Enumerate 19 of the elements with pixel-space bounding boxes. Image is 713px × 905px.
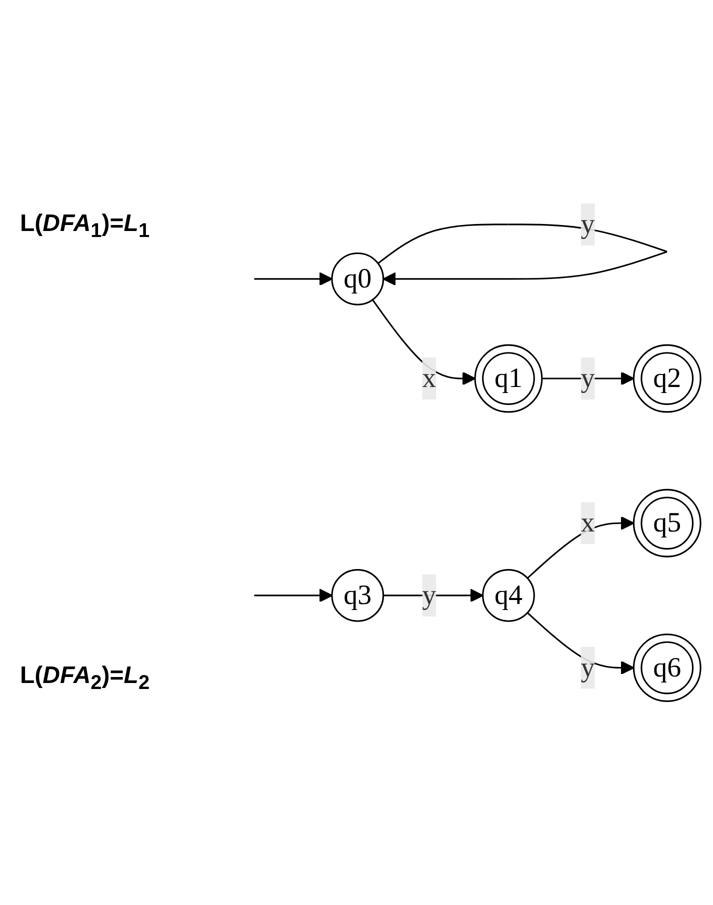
edge-label: y [580, 362, 595, 394]
edge-label: y [580, 208, 595, 240]
transition-arrow [254, 588, 333, 602]
node-circle: q4 [482, 569, 535, 622]
node-circle: q3 [331, 569, 384, 622]
edge-label: y [580, 652, 595, 683]
edge-label: y [422, 579, 436, 610]
node-circle: q1 [474, 344, 543, 413]
language-equation: L(DFA$_{2}$)=L$_{2}$ [20, 662, 151, 696]
language-equation: L(DFA$_{1}$)=L$_{1}$ [20, 210, 151, 243]
node-circle: q5 [632, 489, 702, 558]
node-circle: q2 [632, 344, 702, 413]
edge-label: x [422, 362, 436, 394]
transition-arrow [526, 612, 634, 675]
transition-arrow [526, 516, 634, 579]
node-circle: q6 [632, 634, 702, 702]
transition-arrow [254, 272, 333, 286]
node-circle: q0 [331, 252, 384, 306]
edge-label: x [580, 506, 595, 538]
